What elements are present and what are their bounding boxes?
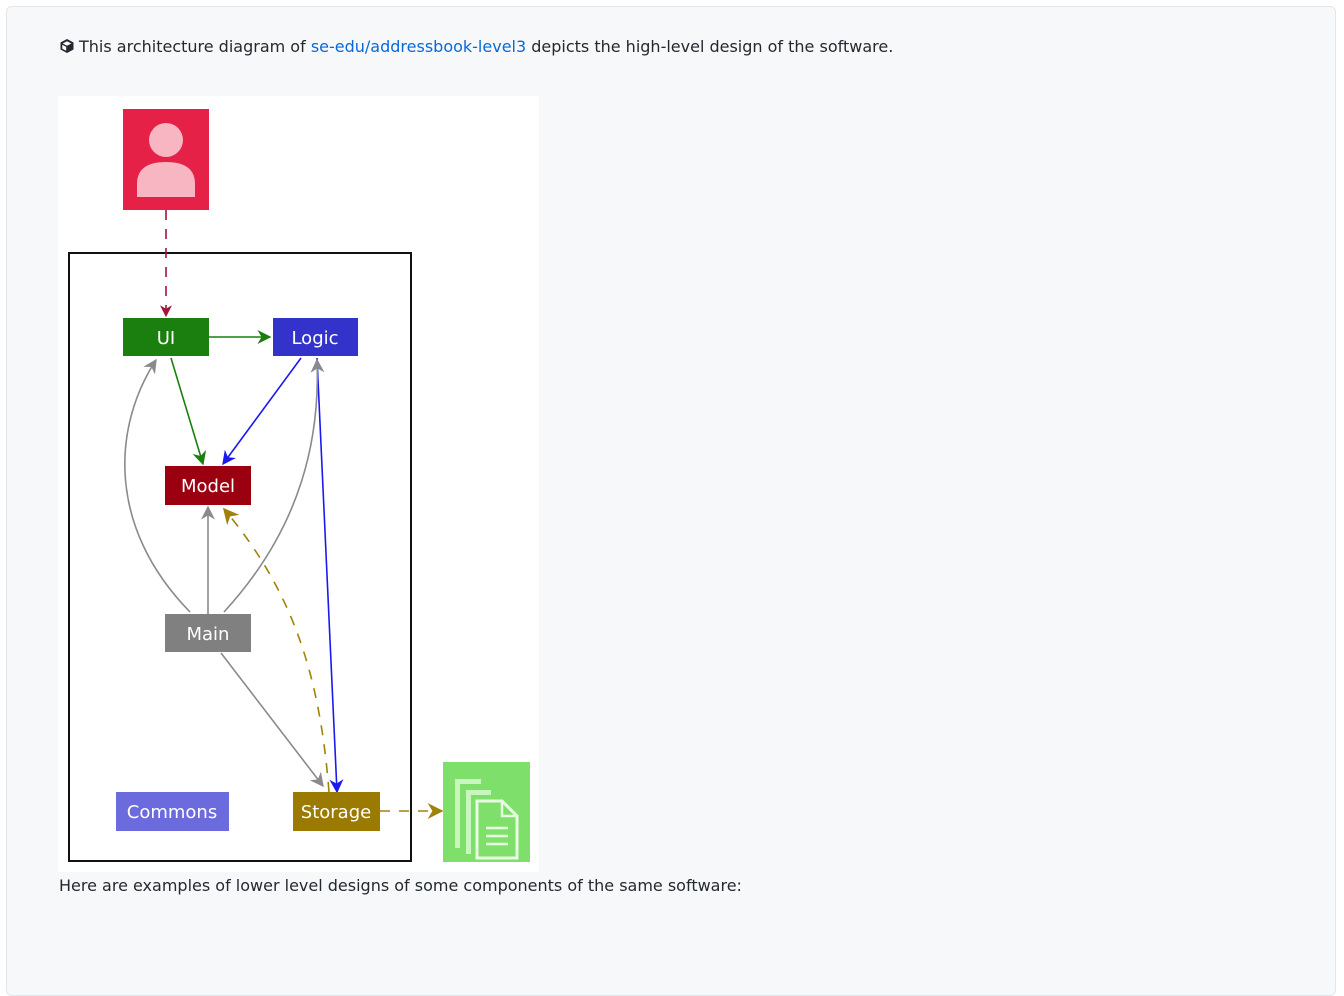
- user-actor-icon: [123, 109, 209, 210]
- arrow-logic-to-storage: [316, 357, 344, 794]
- intro-prefix: This architecture diagram of: [79, 37, 311, 56]
- arrow-main-to-storage: [220, 652, 324, 788]
- architecture-diagram: UI Logic Model Main Commons Storage: [58, 96, 539, 872]
- arrow-storage-to-model: [222, 507, 330, 793]
- component-main-label: Main: [187, 624, 230, 645]
- component-storage: Storage: [293, 792, 380, 831]
- component-storage-label: Storage: [301, 802, 371, 823]
- package-cube-icon: [60, 39, 74, 53]
- component-logic: Logic: [273, 318, 358, 356]
- component-ui: UI: [123, 318, 209, 356]
- component-ui-label: UI: [157, 328, 175, 349]
- intro-paragraph: This architecture diagram of se-edu/addr…: [59, 35, 893, 59]
- intro-suffix: depicts the high-level design of the sof…: [526, 37, 894, 56]
- arrow-main-to-logic: [223, 358, 325, 613]
- component-commons-label: Commons: [127, 802, 217, 823]
- arrow-ui-to-model: [170, 357, 207, 466]
- architecture-diagram-svg: UI Logic Model Main Commons Storage: [68, 109, 530, 862]
- component-model: Model: [165, 466, 251, 505]
- arrow-main-to-ui: [124, 358, 191, 613]
- component-logic-label: Logic: [291, 328, 338, 349]
- dependency-arrows: [124, 210, 444, 819]
- component-model-label: Model: [181, 476, 235, 497]
- repo-link[interactable]: se-edu/addressbook-level3: [310, 37, 527, 56]
- file-storage-icon: [443, 762, 530, 862]
- system-boundary: [68, 252, 412, 862]
- outro-paragraph: Here are examples of lower level designs…: [59, 876, 742, 895]
- arrow-logic-to-model: [222, 357, 302, 466]
- component-main: Main: [165, 614, 251, 652]
- component-commons: Commons: [116, 792, 229, 831]
